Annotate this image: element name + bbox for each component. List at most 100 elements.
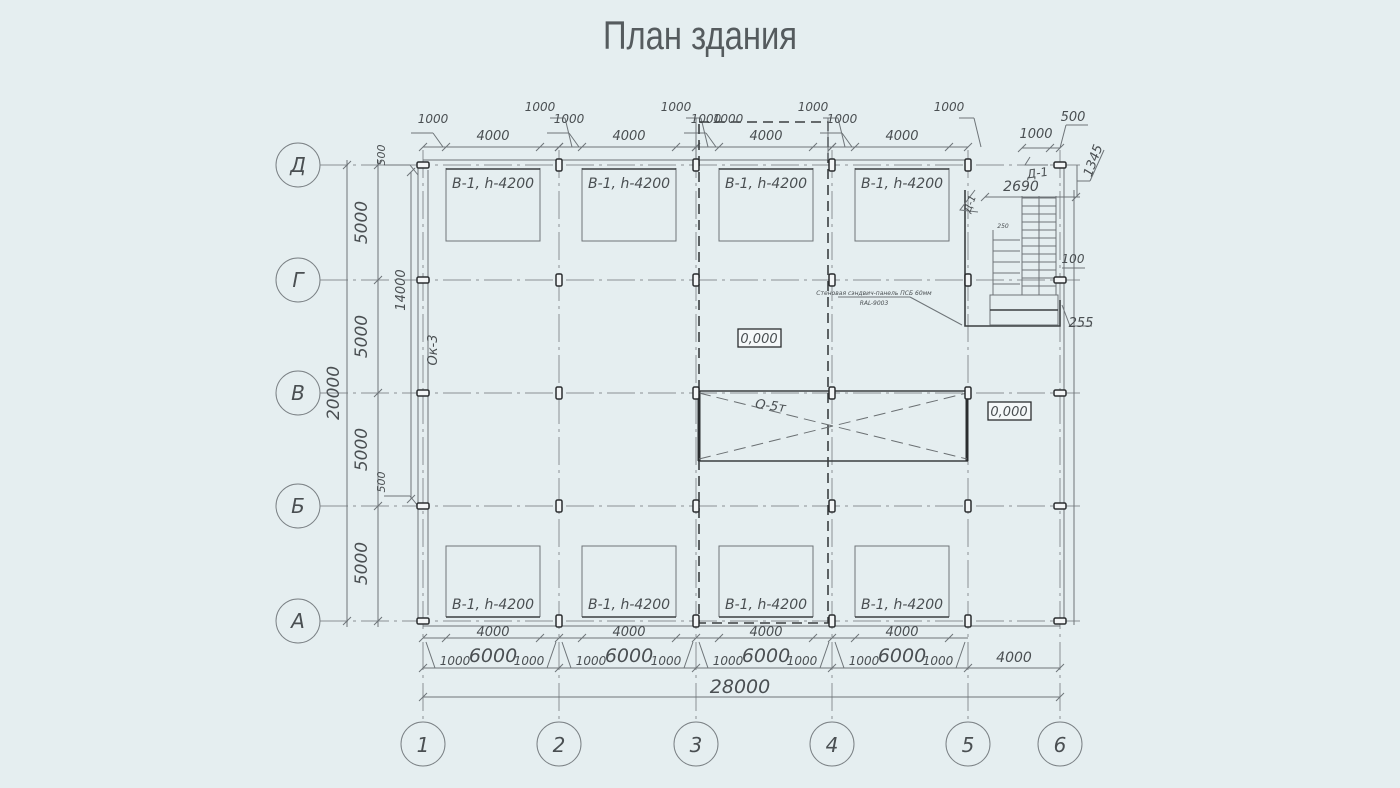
dimension-tick: [577, 633, 587, 643]
dimension-label-bay: 4000: [612, 129, 645, 144]
dimension-label-span: 4000: [996, 650, 1032, 666]
dimension-tick: [554, 633, 564, 643]
axis-bubble-column: [945, 721, 991, 767]
dimension-label-span: 5000: [352, 315, 372, 358]
dimension-tick: [944, 633, 954, 643]
axis-bubble-column: [809, 721, 855, 767]
dimension-label-bay: 4000: [885, 129, 918, 144]
dimension-label-span: 5000: [352, 428, 372, 471]
dimension-tick: [418, 663, 428, 673]
dimension-label-bay: 6000: [878, 645, 926, 667]
dimension-tick: [441, 633, 451, 643]
dimension-tick: [671, 633, 681, 643]
column-marker: [416, 617, 430, 625]
stair-vert-label: 1345: [1081, 143, 1106, 179]
dimension-tick: [406, 494, 416, 504]
column-marker: [964, 499, 972, 513]
axis-label-column: 1: [417, 733, 430, 757]
column-marker: [555, 499, 563, 513]
dimension-label-side: 1000: [934, 100, 965, 114]
dimension-tick: [850, 142, 860, 152]
column-marker: [964, 273, 972, 287]
dimension-label-side: 1000: [713, 654, 744, 668]
level-mark-box: [737, 328, 782, 348]
column-marker: [692, 614, 700, 628]
axis-label-row: А: [289, 609, 305, 633]
dimension-label-side: 1000: [661, 100, 692, 114]
column-marker: [1053, 617, 1067, 625]
opening-diagonal: [698, 392, 968, 460]
leader: [409, 164, 419, 176]
leader: [973, 117, 982, 148]
stair-offset-label: 500: [1061, 110, 1086, 125]
stair-width-label: 2690: [1003, 179, 1039, 195]
window-bottom: [854, 545, 950, 617]
dimension-label-side: 1000: [849, 654, 880, 668]
stair-offset-label-255: 255: [1069, 316, 1094, 331]
column-marker: [416, 389, 430, 397]
window-mark-label: Ок-3: [426, 334, 441, 365]
column-marker: [828, 386, 836, 400]
dimension-tick: [827, 142, 837, 152]
dimension-label-bay: 4000: [476, 129, 509, 144]
dimension-label-bay: 4000: [749, 129, 782, 144]
column-marker: [1053, 502, 1067, 510]
dimension-tick: [944, 142, 954, 152]
axis-label-row: Г: [292, 268, 305, 292]
column-marker: [1053, 389, 1067, 397]
column-marker: [1053, 161, 1067, 169]
window-label: В-1, h-4200: [725, 597, 807, 613]
column-marker: [416, 502, 430, 510]
dimension-label-side: 1000: [525, 100, 556, 114]
dimension-label-window: 4000: [476, 625, 509, 640]
axis-label-column: 5: [962, 733, 975, 757]
dimension-tick: [373, 388, 383, 398]
leader: [568, 132, 580, 148]
leader: [432, 132, 444, 148]
column-marker: [828, 499, 836, 513]
axis-label-row: Д: [289, 153, 306, 177]
dimension-tick: [808, 142, 818, 152]
column-marker: [964, 614, 972, 628]
crane-zone-outline: [698, 121, 829, 624]
window-label: В-1, h-4200: [588, 176, 670, 192]
dimension-tick: [1071, 192, 1081, 202]
opening-diagonal: [698, 392, 968, 460]
leader: [1061, 304, 1071, 327]
dimension-label-total: 20000: [324, 366, 344, 420]
axis-bubble-row: [275, 598, 321, 644]
axis-bubble-row: [275, 370, 321, 416]
stair-wall: [964, 190, 1061, 327]
dimension-label-side: 1000: [691, 112, 722, 126]
dimension-tick: [963, 142, 973, 152]
stair-step-label: 250: [997, 223, 1009, 230]
dimension-tick: [850, 633, 860, 643]
window-top: [445, 168, 541, 242]
column-marker: [692, 386, 700, 400]
dimension-label-side: 1000: [827, 112, 858, 126]
dimension-label-side: 1000: [418, 112, 449, 126]
column-marker: [555, 158, 563, 172]
dimension-tick: [418, 142, 428, 152]
dimension-label-span: 5000: [352, 201, 372, 244]
dimension-tick: [1017, 143, 1027, 153]
window-bottom: [445, 545, 541, 617]
dimension-label-bay: 6000: [605, 645, 653, 667]
axis-bubble-row: [275, 257, 321, 303]
dimension-tick: [980, 192, 990, 202]
level-mark: 0,000: [740, 332, 777, 347]
column-marker: [416, 276, 430, 284]
axis-label-column: 4: [826, 733, 839, 757]
axis-bubble-column: [536, 721, 582, 767]
window-label: В-1, h-4200: [452, 597, 534, 613]
dimension-label-window: 4000: [749, 625, 782, 640]
window-bottom: [718, 545, 814, 617]
dimension-label-side: 1000: [798, 100, 829, 114]
axis-label-column: 2: [553, 733, 566, 757]
dimension-tick: [1055, 663, 1065, 673]
column-marker: [828, 614, 836, 628]
leader: [909, 296, 963, 326]
dimension-tick: [963, 663, 973, 673]
dimension-tick: [554, 663, 564, 673]
